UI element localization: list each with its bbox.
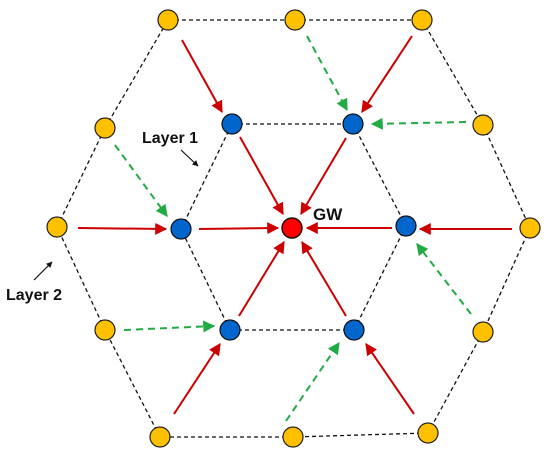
layer2-node [46,216,68,238]
boundary-edge [104,329,161,438]
dashed-arrow [123,320,216,333]
boundary-edge [104,19,169,129]
solid-arrow [361,35,413,114]
solid-arrow [301,240,347,317]
layer1-boundary [180,123,407,331]
solid-arrow [181,39,223,114]
label-pointers [33,149,199,281]
dashed-arrow [306,35,348,112]
boundary-edge [292,432,429,438]
layer2-pointer [33,261,53,281]
dashed-arrows [114,35,472,422]
dashed-arrow [285,342,340,422]
layer2-node [157,9,179,31]
layer1-pointer [180,149,199,167]
boundary-edge [482,124,531,229]
solid-arrow [198,222,280,235]
dashed-arrow [370,117,467,130]
layer2-node [284,9,306,31]
layer1-node [219,319,241,341]
layer1-node [221,113,243,135]
layer2-node [149,426,171,448]
layer1-node [342,113,364,135]
solid-arrows [77,35,512,415]
solid-arrow [365,343,415,415]
dashed-arrow [114,144,168,217]
solid-arrow [238,240,285,317]
boundary-edge [180,123,233,230]
layer2-node [472,321,494,343]
gateway-label: GW [313,205,343,224]
boundary-edge [180,228,231,331]
boundary-edge [352,123,407,227]
layer1-node [170,218,192,240]
boundary-edge [353,225,407,331]
solid-arrow [239,136,284,216]
layer1-nodes [170,113,417,341]
layer2-node [472,114,494,136]
dashed-arrow [416,243,472,315]
layer2-node [417,422,439,444]
boundary-edge [421,19,484,126]
solid-arrow [77,222,168,235]
layer2-label: Layer 2 [6,287,62,304]
boundary-edge [56,226,106,331]
layer2-node [519,217,541,239]
layer1-label: Layer 1 [142,130,198,147]
layer2-boundary [56,19,531,438]
layer2-node [94,117,116,139]
layer2-node [411,9,433,31]
layer2-nodes [46,9,541,448]
boundary-edge [56,127,106,228]
boundary-edge [482,227,531,333]
gateway-node [281,217,303,239]
solid-arrow [300,137,347,216]
solid-arrow [173,342,221,415]
layer1-node [395,215,417,237]
boundary-edge [427,331,484,434]
layer2-node [282,426,304,448]
layer1-node [343,319,365,341]
layer2-node [94,319,116,341]
